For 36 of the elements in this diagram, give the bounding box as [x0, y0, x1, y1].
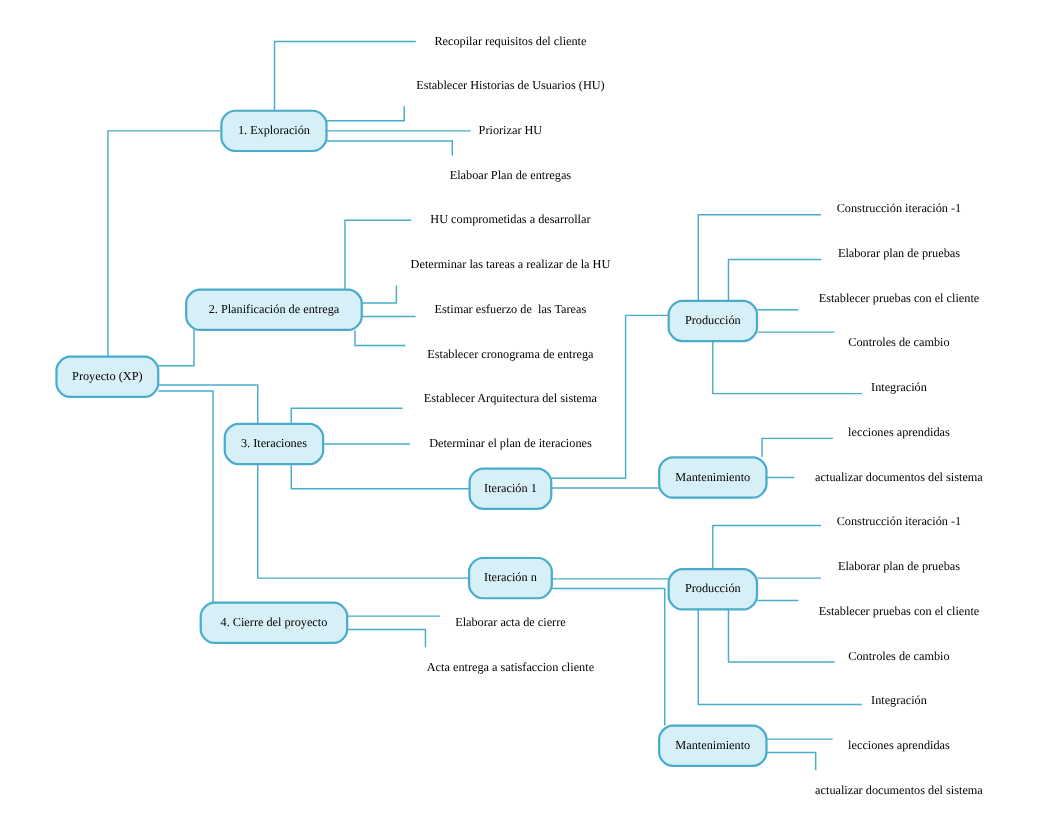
connector: [289, 407, 403, 425]
connector: [755, 331, 835, 333]
connector: [760, 437, 833, 458]
connector: [726, 608, 835, 663]
connector: [353, 329, 406, 347]
connector: [726, 258, 821, 302]
connector: [325, 130, 471, 132]
connector: [696, 214, 821, 302]
connector: [156, 390, 213, 604]
connector: [360, 315, 416, 318]
connector: [156, 329, 194, 367]
connector: [272, 40, 416, 112]
connector: [764, 476, 795, 479]
connector: [755, 309, 799, 311]
connector: [256, 463, 469, 579]
connector: [345, 628, 426, 648]
connector: [550, 578, 669, 580]
connector: [711, 340, 862, 395]
connector: [321, 443, 410, 445]
connector: [711, 524, 821, 570]
connector: [343, 219, 412, 291]
connector: [755, 599, 799, 602]
connector: [324, 105, 404, 122]
connector: [549, 487, 659, 489]
connector: [106, 130, 221, 358]
connector: [360, 284, 397, 304]
connector: [696, 609, 862, 706]
connector: [550, 587, 665, 727]
connector: [755, 577, 821, 579]
connector: [345, 615, 440, 617]
connector: [325, 140, 452, 157]
connector: [549, 314, 668, 479]
connector: [156, 384, 258, 425]
connector: [289, 463, 469, 490]
connector: [764, 751, 816, 771]
connector: [764, 738, 833, 740]
